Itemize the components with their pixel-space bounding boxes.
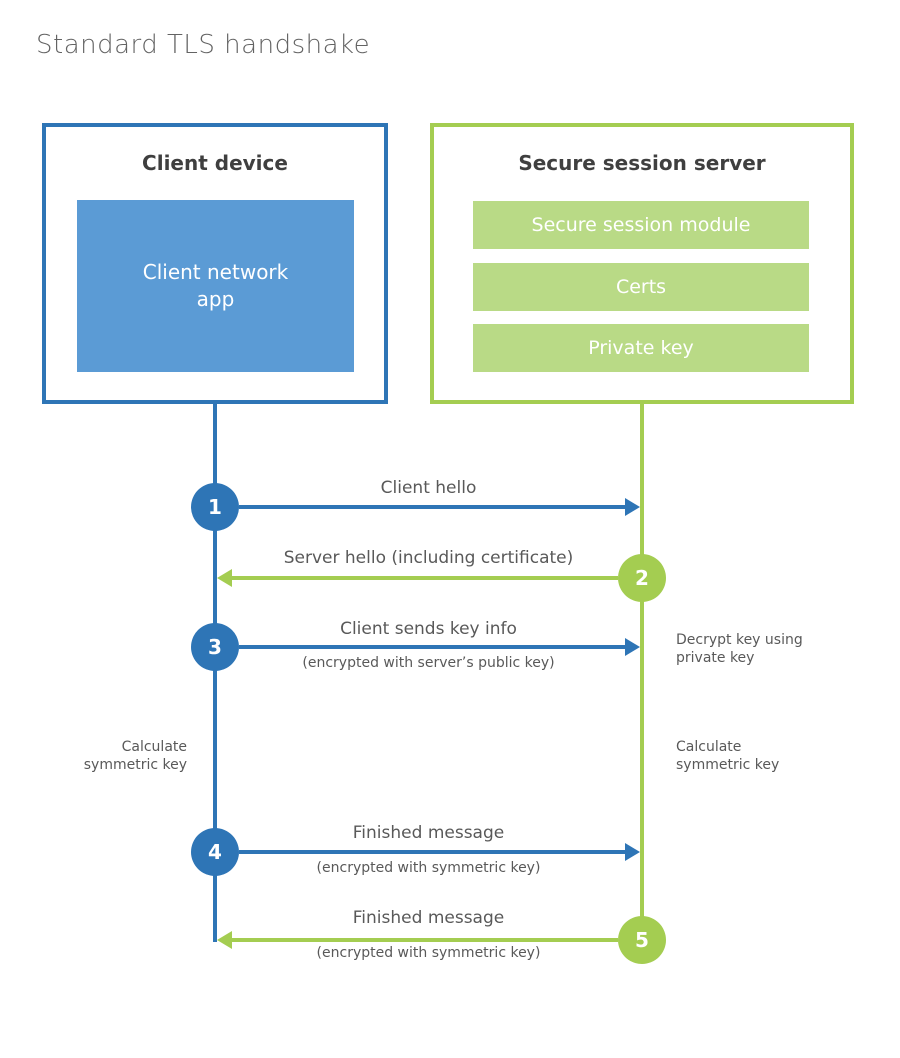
client-device-heading: Client device bbox=[142, 151, 288, 175]
label-server-hello: Server hello (including certificate) bbox=[283, 548, 574, 568]
note-calculate-key-server: Calculate symmetric key bbox=[676, 739, 780, 773]
step-circle-2: 2 bbox=[618, 554, 666, 602]
sublabel-finished-server: (encrypted with symmetric key) bbox=[316, 945, 541, 961]
step-circle-5: 5 bbox=[618, 916, 666, 964]
diagram-title: Standard TLS handshake bbox=[36, 30, 371, 60]
step-circle-3: 3 bbox=[191, 623, 239, 671]
arrow-finished-client bbox=[239, 850, 626, 854]
server-module-secure-session: Secure session module bbox=[473, 201, 809, 249]
step-circle-1: 1 bbox=[191, 483, 239, 531]
server-heading: Secure session server bbox=[518, 151, 766, 175]
step-circle-4: 4 bbox=[191, 828, 239, 876]
arrow-client-key-info bbox=[239, 645, 626, 649]
sublabel-client-key-info: (encrypted with server’s public key) bbox=[302, 655, 555, 671]
client-network-app-box: Client network app bbox=[77, 200, 354, 372]
label-finished-client: Finished message bbox=[352, 823, 505, 843]
label-finished-server: Finished message bbox=[352, 908, 505, 928]
label-client-hello: Client hello bbox=[380, 478, 477, 498]
arrow-client-hello bbox=[239, 505, 626, 509]
note-decrypt-key: Decrypt key using private key bbox=[676, 632, 803, 666]
arrow-finished-server bbox=[231, 938, 618, 942]
server-box: Secure session server Secure session mod… bbox=[430, 123, 854, 404]
note-calculate-key-client: Calculate symmetric key bbox=[83, 739, 187, 773]
label-client-key-info: Client sends key info bbox=[340, 619, 517, 639]
sublabel-finished-client: (encrypted with symmetric key) bbox=[316, 860, 541, 876]
server-lifeline bbox=[640, 404, 644, 940]
client-device-box: Client device Client network app bbox=[42, 123, 388, 404]
server-module-certs: Certs bbox=[473, 263, 809, 311]
arrow-server-hello bbox=[231, 576, 618, 580]
client-lifeline bbox=[213, 404, 217, 942]
server-module-private-key: Private key bbox=[473, 324, 809, 372]
